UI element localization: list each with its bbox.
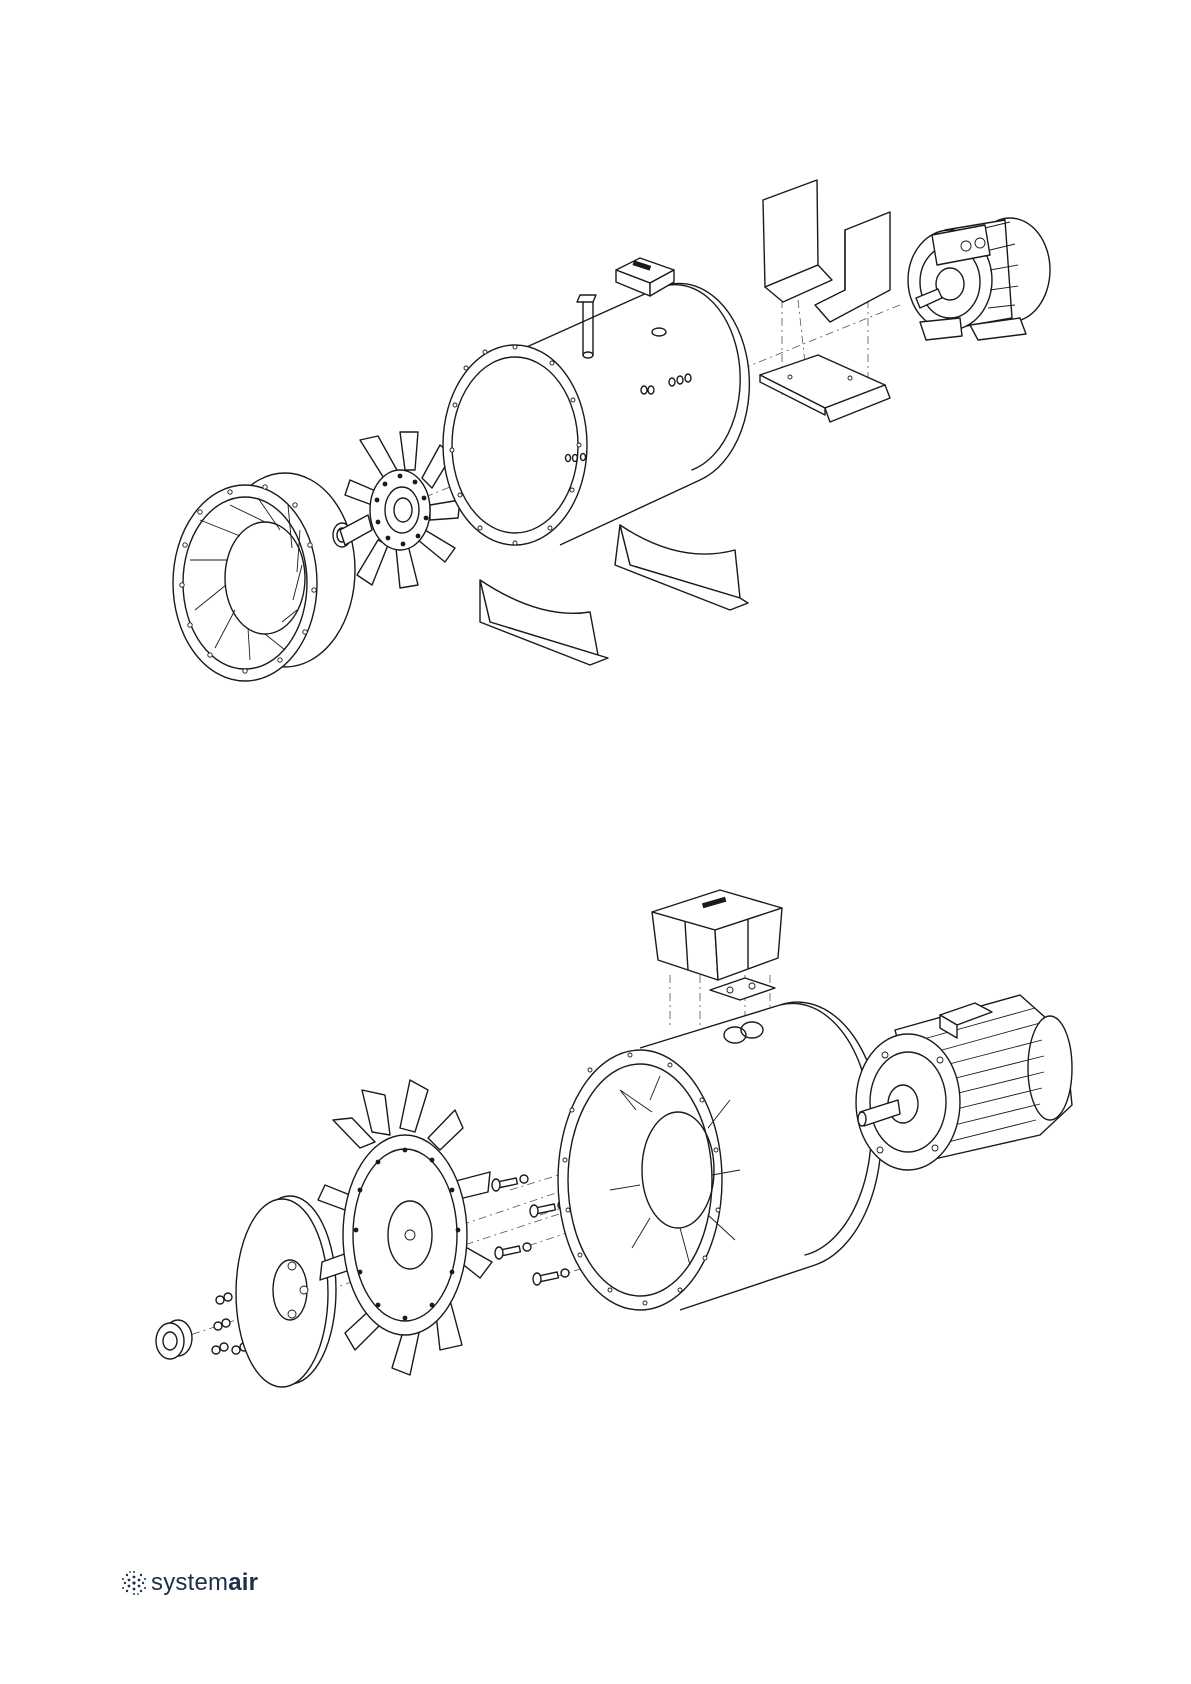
inlet-cone-guard xyxy=(173,473,355,681)
bolts xyxy=(492,1175,569,1285)
motor-support-bracket xyxy=(763,180,890,322)
terminal-box xyxy=(652,890,782,980)
foot-bracket-right xyxy=(615,525,748,610)
brand-name-bold: air xyxy=(228,1569,258,1596)
impeller xyxy=(318,1080,492,1375)
casing xyxy=(443,283,749,545)
impeller xyxy=(340,432,460,588)
upper-exploded-view xyxy=(173,180,1050,681)
brand-logo: systemair xyxy=(121,1566,258,1600)
electric-motor xyxy=(856,995,1072,1170)
foot-bracket-left xyxy=(480,580,608,665)
lower-exploded-view xyxy=(156,890,1072,1387)
brand-name-regular: system xyxy=(151,1569,228,1596)
hub-disc xyxy=(236,1196,336,1387)
terminal-plate xyxy=(710,978,775,1000)
electric-motor xyxy=(908,218,1050,340)
taper-lock-bush xyxy=(156,1320,192,1359)
casing-with-guide-vanes xyxy=(558,1002,881,1310)
motor-base-plate xyxy=(760,355,890,422)
brand-wordmark: systemair xyxy=(151,1571,258,1595)
